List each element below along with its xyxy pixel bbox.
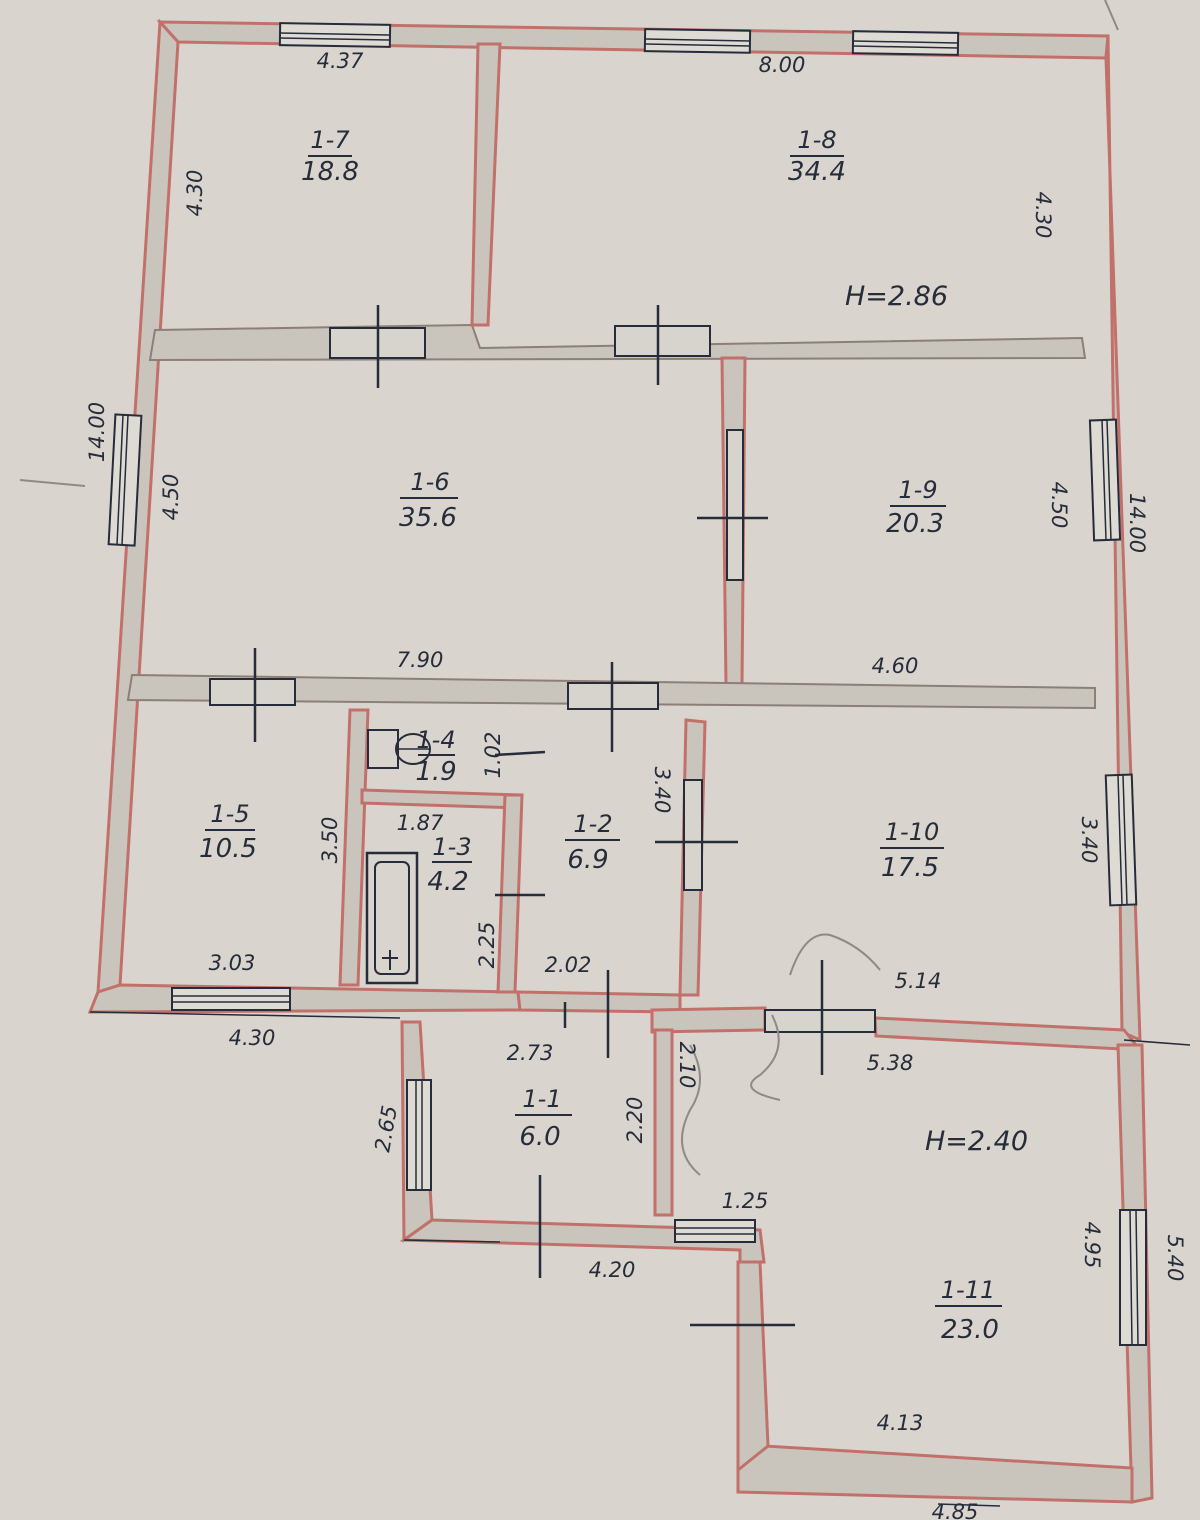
pencil-marks: [19, 0, 1119, 1176]
toilet-fixture: [367, 729, 431, 769]
dim-4-30-bottom: 4.30: [229, 1026, 276, 1050]
dim-8-00: 8.00: [759, 53, 806, 77]
room-area: 35.6: [399, 503, 457, 533]
dim-2-10: 2.10: [675, 1042, 699, 1089]
dim-5-40: 5.40: [1163, 1235, 1187, 1282]
room-area: 23.0: [941, 1315, 999, 1345]
room-area: 10.5: [199, 834, 257, 864]
room-1-6: 1-6 35.6: [399, 468, 458, 533]
room-id: 1-7: [310, 126, 350, 154]
window-top-1-8-b: [851, 30, 960, 56]
room-1-1: 1-1 6.0: [515, 1085, 572, 1152]
room-id: 1-5: [210, 800, 249, 828]
door-marks: [253, 305, 824, 1327]
room-id: 1-2: [573, 810, 612, 838]
dim-2-25: 2.25: [475, 922, 499, 969]
dim-1-87: 1.87: [397, 811, 444, 835]
ceiling-height-extension: H=2.40: [925, 1126, 1028, 1157]
room-area: 4.2: [427, 867, 468, 897]
room-1-3: 1-3 4.2: [427, 833, 472, 897]
dim-3-40-right: 3.40: [1077, 817, 1101, 864]
room-labels: 1-7 18.8 1-8 34.4 1-6 35.6 1-9 20.3 1-5 …: [199, 126, 1002, 1345]
room-id: 1-11: [941, 1276, 995, 1304]
bathtub-fixture: [365, 851, 419, 985]
dim-14-00-right: 14.00: [1125, 493, 1149, 553]
wall-bottom-right-a: [650, 1006, 767, 1034]
wall-between-1-3-1-2: [496, 793, 524, 994]
windows: [107, 22, 1147, 1346]
room-area: 17.5: [881, 853, 939, 883]
dim-7-90: 7.90: [397, 648, 444, 672]
dim-4-85: 4.85: [932, 1500, 979, 1520]
dim-4-50-right: 4.50: [1047, 482, 1071, 529]
dim-3-40-hall: 3.40: [650, 767, 674, 814]
window-top-1-7: [278, 22, 392, 48]
room-area: 6.0: [519, 1122, 560, 1152]
wall-between-1-5-bath: [338, 708, 370, 987]
room-1-5: 1-5 10.5: [199, 800, 257, 864]
dim-3-50: 3.50: [318, 817, 342, 864]
door-1-11: [764, 1009, 876, 1033]
room-id: 1-1: [522, 1085, 561, 1113]
door-openings: [209, 325, 876, 1033]
ceiling-height-main: H=2.86: [845, 281, 948, 312]
room-1-11: 1-11 23.0: [935, 1276, 1002, 1345]
room-area: 34.4: [788, 157, 846, 187]
room-1-8: 1-8 34.4: [788, 126, 846, 187]
window-right-1-9: [1088, 418, 1122, 542]
room-1-7: 1-7 18.8: [301, 126, 359, 187]
dim-4-37: 4.37: [317, 49, 364, 73]
room-1-2: 1-2 6.9: [565, 810, 620, 875]
window-top-1-8-a: [643, 28, 752, 54]
window-vestibule-bottom: [674, 1219, 756, 1243]
dim-1-25: 1.25: [722, 1189, 769, 1213]
dim-4-20: 4.20: [589, 1258, 636, 1282]
dim-4-30-left: 4.30: [183, 170, 207, 217]
dimension-lines: [89, 1011, 1191, 1507]
dim-4-95: 4.95: [1080, 1222, 1104, 1269]
window-bottom-1-5: [171, 987, 291, 1011]
window-vestibule-left: [406, 1079, 432, 1191]
wall-vestibule-right: [653, 1028, 674, 1217]
dim-4-30-right: 4.30: [1031, 192, 1055, 239]
dimension-labels: 4.37 8.00 4.30 4.30 14.00 14.00 4.50 4.5…: [85, 49, 1187, 1520]
dim-3-03: 3.03: [209, 951, 256, 975]
door-1-5: [209, 678, 296, 706]
room-id: 1-4: [416, 726, 455, 754]
room-1-10: 1-10 17.5: [880, 818, 944, 883]
wall-between-1-7-1-8: [470, 42, 502, 327]
dim-4-50-left: 4.50: [159, 474, 183, 521]
door-1-10: [683, 779, 703, 891]
dim-14-00-left: 14.00: [85, 402, 109, 462]
room-id: 1-6: [410, 468, 449, 496]
room-area: 1.9: [415, 757, 456, 787]
room-id: 1-10: [885, 818, 939, 846]
dim-4-60: 4.60: [872, 654, 919, 678]
window-right-1-11: [1119, 1209, 1147, 1346]
dim-2-02: 2.02: [545, 953, 592, 977]
room-1-4: 1-4 1.9: [415, 726, 456, 787]
dim-2-20: 2.20: [623, 1097, 647, 1144]
dim-4-13: 4.13: [877, 1411, 924, 1435]
room-id: 1-8: [797, 126, 836, 154]
room-area: 6.9: [567, 845, 608, 875]
room-id: 1-9: [898, 476, 937, 504]
room-area: 20.3: [886, 509, 944, 539]
door-1-9: [726, 429, 744, 581]
room-1-9: 1-9 20.3: [886, 476, 946, 539]
dim-2-73: 2.73: [507, 1041, 554, 1065]
room-area: 18.8: [301, 157, 359, 187]
dim-5-38: 5.38: [867, 1051, 914, 1075]
room-id: 1-3: [432, 833, 471, 861]
door-1-8: [614, 325, 711, 357]
dim-5-14: 5.14: [895, 969, 942, 993]
dim-1-02: 1.02: [481, 732, 505, 779]
